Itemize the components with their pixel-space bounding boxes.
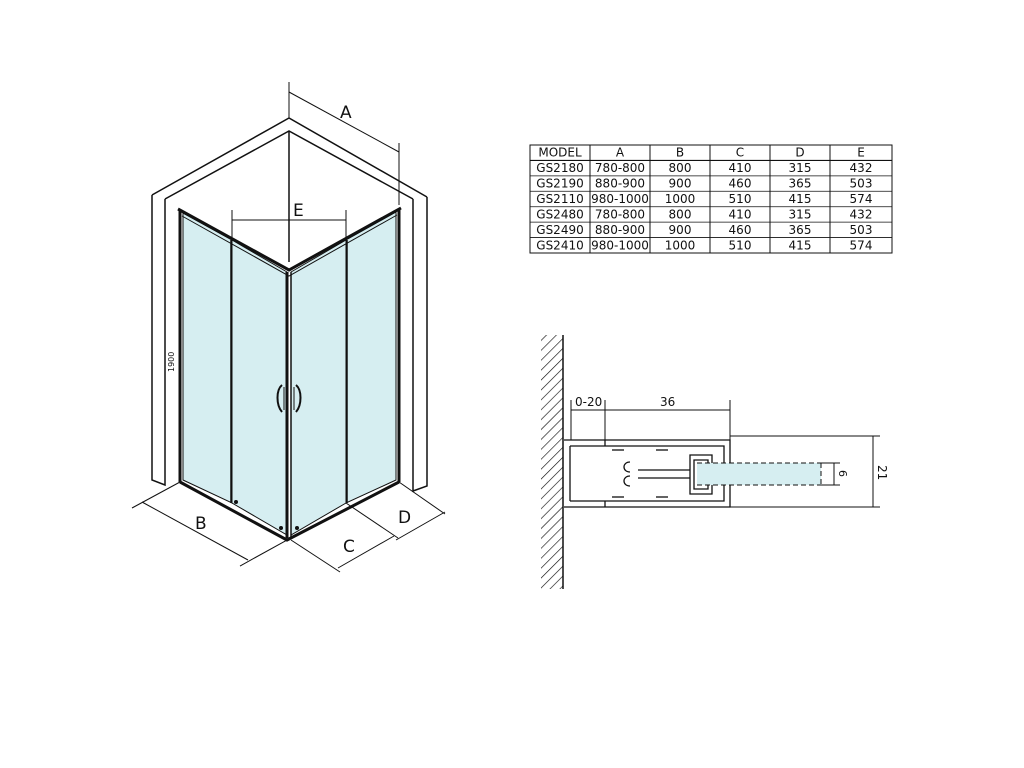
profile-detail: 0-20 36 6 21: [541, 335, 889, 589]
width-label: 36: [660, 395, 675, 409]
table-header-cell: MODEL: [538, 146, 582, 160]
table-cell: 315: [789, 161, 812, 175]
right-glass-fixed: [345, 211, 397, 504]
table-cell: 415: [789, 192, 812, 206]
left-glass-fixed: [182, 212, 233, 504]
dimension-d-label: D: [398, 508, 411, 528]
table-cell: 574: [850, 192, 873, 206]
table-cell: 503: [850, 177, 873, 191]
table-header-cell: B: [676, 146, 684, 160]
glass-edge: [697, 463, 821, 485]
table-cell: 410: [729, 161, 752, 175]
table-cell: 780-800: [595, 207, 645, 221]
door-handles: [276, 384, 302, 413]
table-cell: GS2410: [536, 238, 583, 252]
table-cell: GS2190: [536, 177, 583, 191]
profile-dimensions: [570, 400, 880, 508]
table-cell: 980-1000: [591, 238, 649, 252]
table-cell: 800: [669, 161, 692, 175]
dimension-a-label: A: [340, 103, 352, 123]
table-cell: 1000: [665, 192, 696, 206]
dimension-c: [290, 502, 399, 573]
dimension-c-label: C: [343, 537, 355, 557]
table-cell: 432: [850, 207, 873, 221]
profile-height-label: 21: [875, 465, 889, 480]
table-header-cell: A: [616, 146, 625, 160]
frame-profiles: [177, 206, 402, 542]
table-header-cell: C: [736, 146, 744, 160]
wall-hatch: [541, 335, 563, 589]
table-cell: 510: [729, 192, 752, 206]
table-cell: 432: [850, 161, 873, 175]
dimension-e-label: E: [293, 201, 304, 221]
table-cell: GS2180: [536, 161, 583, 175]
table-cell: 574: [850, 238, 873, 252]
table-cell: 410: [729, 207, 752, 221]
table-cell: 503: [850, 223, 873, 237]
table-cell: GS2490: [536, 223, 583, 237]
table-cell: 1000: [665, 238, 696, 252]
dimension-b: [131, 481, 288, 567]
table-cell: 365: [789, 223, 812, 237]
table-cell: 460: [729, 223, 752, 237]
table-frame: [529, 144, 893, 254]
table-cell: 900: [669, 177, 692, 191]
table-cell: 780-800: [595, 161, 645, 175]
table-cell: 980-1000: [591, 192, 649, 206]
table-cell: 510: [729, 238, 752, 252]
table-cell: 800: [669, 207, 692, 221]
dimension-d: [395, 481, 446, 541]
table-cell: 365: [789, 177, 812, 191]
table-header-cell: E: [857, 146, 865, 160]
table-cell: 460: [729, 177, 752, 191]
dimension-e: [231, 210, 347, 240]
gap-label: 0-20: [575, 395, 602, 409]
table-cell: 415: [789, 238, 812, 252]
table-cell: 880-900: [595, 223, 645, 237]
table-header-cell: D: [795, 146, 804, 160]
dimension-a: [288, 82, 400, 205]
table-cell: GS2480: [536, 207, 583, 221]
height-label: 1900: [167, 352, 176, 372]
enclosure-view: A E B C D 1900: [131, 82, 446, 573]
glass-thickness-label: 6: [836, 470, 849, 477]
dimension-b-label: B: [195, 514, 207, 534]
table-cell: GS2110: [536, 192, 583, 206]
table-cell: 900: [669, 223, 692, 237]
table-cell: 315: [789, 207, 812, 221]
table-cell: 880-900: [595, 177, 645, 191]
